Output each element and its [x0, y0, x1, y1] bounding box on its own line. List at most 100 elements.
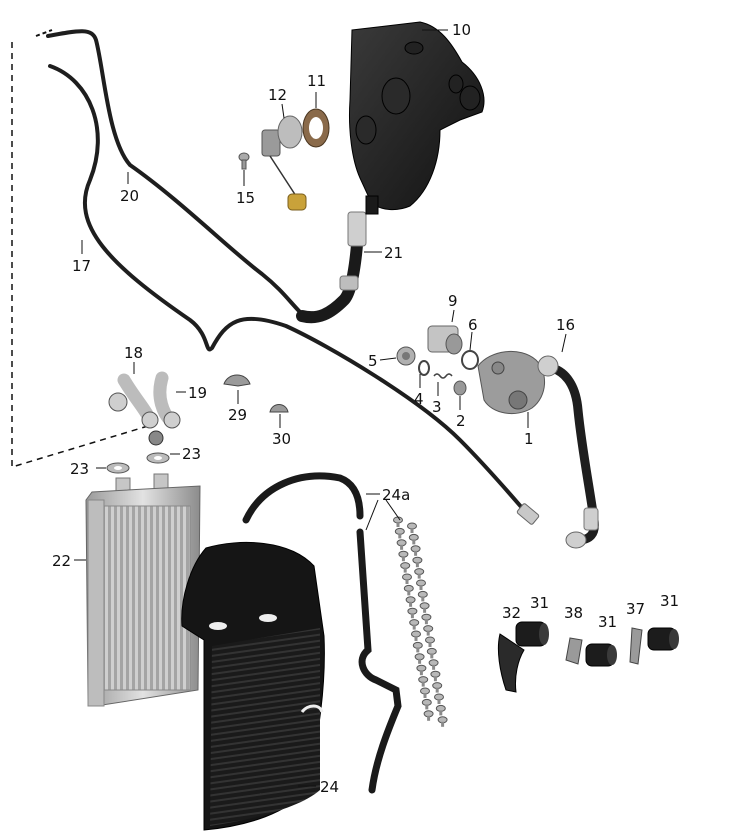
callout-30: 30	[272, 430, 291, 448]
callout-29: 29	[228, 406, 247, 424]
oil-line-17	[48, 64, 532, 519]
bushing-31c	[647, 627, 679, 651]
screw	[411, 630, 421, 641]
screw	[402, 573, 412, 584]
bushing-31a	[515, 621, 549, 647]
screw	[412, 641, 423, 653]
screw	[394, 527, 405, 539]
hose-21-clamp	[339, 275, 359, 291]
screw	[434, 693, 444, 704]
screw	[393, 516, 403, 527]
callout-22: 22	[52, 552, 71, 570]
o-ring-6	[461, 350, 479, 370]
screw	[428, 659, 439, 670]
callout-6: 6	[468, 316, 478, 334]
clamp-30	[269, 404, 289, 413]
oil-line-20	[46, 29, 302, 314]
screw-set	[393, 516, 448, 727]
callout-1: 1	[524, 430, 534, 448]
callout-4: 4	[414, 390, 424, 408]
screw	[418, 676, 429, 687]
shroud-seal-24a-long	[356, 528, 402, 794]
callout-24a: 24a	[382, 486, 410, 504]
callout-17: 17	[72, 257, 91, 275]
callout-31-b: 31	[598, 613, 617, 631]
callout-2: 2	[456, 412, 466, 430]
callout-15: 15	[236, 189, 255, 207]
callout-10: 10	[452, 21, 471, 39]
callouts: 10 11 12 15 20 17 21 9 6 16 5 4 3 2 1 18…	[52, 21, 679, 796]
screw	[396, 539, 407, 550]
callout-19: 19	[188, 384, 207, 402]
bracket-32	[497, 633, 525, 693]
callout-32: 32	[502, 604, 521, 622]
bushing-31b	[585, 643, 617, 667]
dashed-hose-end	[35, 29, 53, 37]
screw	[414, 568, 425, 579]
screw	[416, 664, 427, 676]
screw	[414, 653, 425, 664]
shroud-seal-24a	[242, 472, 364, 524]
callout-5: 5	[368, 352, 378, 370]
oil-cooler	[85, 473, 201, 707]
callout-24: 24	[320, 778, 339, 796]
pump-cover-9	[427, 325, 463, 355]
cooler-shroud	[181, 541, 325, 831]
callout-23-upper: 23	[182, 445, 201, 463]
screw-15	[238, 152, 250, 170]
washer-4	[418, 360, 430, 376]
screw	[421, 698, 432, 710]
screw	[409, 619, 420, 630]
callout-31-a: 31	[530, 594, 549, 612]
oil-line-17-fitting	[516, 503, 540, 525]
callout-20: 20	[120, 187, 139, 205]
screw	[407, 607, 418, 619]
screw	[435, 704, 446, 716]
callout-21: 21	[384, 244, 403, 262]
screw	[430, 670, 441, 682]
oil-tank	[349, 21, 485, 215]
screw	[416, 579, 426, 590]
screw	[408, 533, 419, 545]
screw	[432, 682, 443, 693]
plug-5	[396, 346, 416, 366]
screw	[419, 602, 430, 613]
oil-level-sender	[261, 115, 307, 211]
screw	[407, 522, 417, 533]
callout-3: 3	[432, 398, 442, 416]
hose-21	[296, 226, 364, 324]
callout-16: 16	[556, 316, 575, 334]
hose-21-fitting	[347, 211, 367, 247]
valve-2	[453, 380, 467, 396]
callout-11: 11	[307, 72, 326, 90]
callout-9: 9	[448, 292, 458, 310]
screw	[421, 613, 432, 625]
screw	[410, 545, 421, 556]
leader-lines	[74, 29, 567, 787]
callout-18: 18	[124, 344, 143, 362]
clamp-29	[223, 374, 251, 387]
screw	[423, 625, 434, 636]
callout-31-c: 31	[660, 592, 679, 610]
spring-3	[433, 373, 453, 379]
callout-37: 37	[626, 600, 645, 618]
screw	[425, 636, 435, 647]
oil-pump	[477, 350, 545, 415]
dashed-boundary-line	[11, 42, 149, 469]
hose-16-fitting	[537, 355, 559, 377]
screw	[412, 556, 423, 568]
callout-12: 12	[268, 86, 287, 104]
callout-23-lower: 23	[70, 460, 89, 478]
screw	[417, 590, 428, 602]
screw	[405, 596, 416, 607]
sender-float	[287, 193, 307, 211]
screw	[398, 550, 409, 562]
screw	[420, 687, 430, 698]
bracket-38	[565, 637, 583, 665]
callout-38: 38	[564, 604, 583, 622]
screw	[403, 584, 414, 596]
screw	[423, 710, 434, 721]
screw	[426, 647, 437, 659]
elbow-hoses-18-19	[108, 371, 181, 446]
